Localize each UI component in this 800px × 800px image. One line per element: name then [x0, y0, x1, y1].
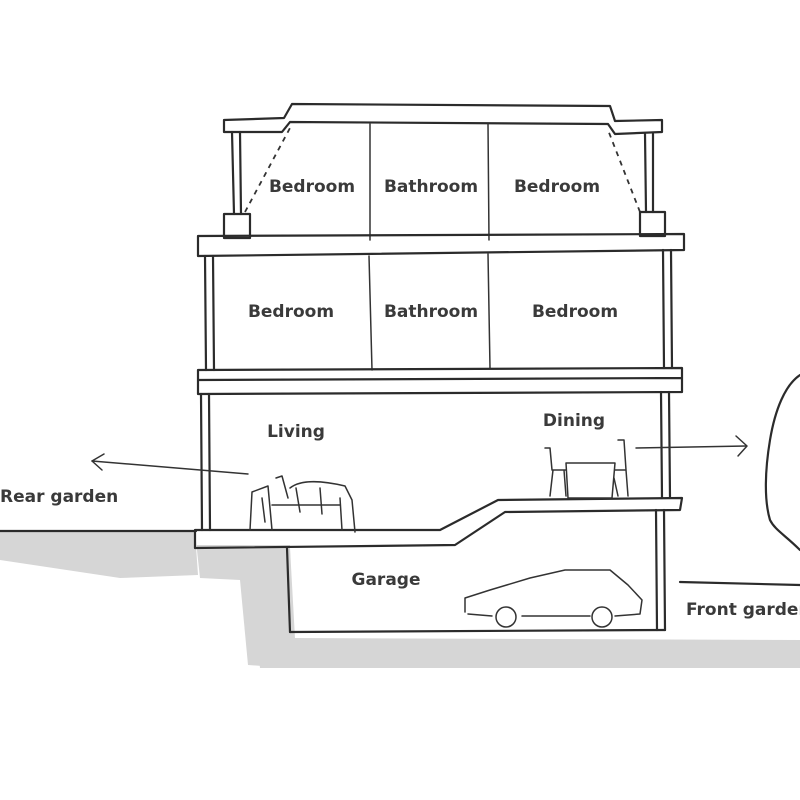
roof-outline — [222, 102, 664, 136]
rear-ground-shading — [0, 532, 800, 668]
top-bedroom-right-label: Bedroom — [513, 177, 601, 197]
mid-partition-2 — [487, 253, 491, 369]
tree-outline — [764, 373, 800, 552]
mid-bathroom-label: Bathroom — [383, 302, 479, 322]
top-bathroom-label: Bathroom — [383, 177, 479, 197]
top-bedroom-left-label: Bedroom — [268, 177, 356, 197]
car-sketch — [464, 569, 643, 628]
parapet-left — [222, 212, 252, 240]
roof-slope-right — [607, 129, 641, 213]
front-garden-label: Front garden — [686, 600, 800, 620]
upper-floor-slab — [196, 232, 686, 258]
garage-label: Garage — [351, 570, 421, 590]
ground-right-column — [659, 390, 672, 500]
garage-back-wall — [285, 546, 292, 634]
garage-floor — [288, 628, 667, 634]
rear-garden-label: Rear garden — [0, 487, 119, 507]
mid-left-column — [203, 254, 216, 372]
ground-floor-slab — [193, 496, 684, 550]
sofa-sketch — [249, 475, 356, 533]
front-arrow — [635, 435, 748, 457]
mid-bedroom-left-label: Bedroom — [247, 302, 335, 322]
top-left-column — [230, 130, 243, 216]
left-ground-fill — [0, 532, 198, 578]
parapet-right — [638, 210, 667, 238]
living-label: Living — [267, 422, 325, 442]
top-right-column — [643, 132, 655, 214]
roof-slope-left — [244, 127, 291, 213]
front-ground-line — [678, 580, 800, 587]
ground-left-column — [199, 392, 212, 532]
dining-sketch — [544, 439, 629, 499]
mid-bedroom-right-label: Bedroom — [531, 302, 619, 322]
mid-right-column — [661, 248, 674, 370]
middle-floor-slab — [196, 366, 684, 396]
top-partition-2 — [487, 123, 490, 241]
basement-ground-fill — [248, 548, 800, 668]
rear-arrow — [91, 453, 249, 475]
dining-label: Dining — [542, 411, 606, 431]
garage-front-columns — [654, 508, 667, 632]
mid-partition-1 — [368, 255, 373, 371]
